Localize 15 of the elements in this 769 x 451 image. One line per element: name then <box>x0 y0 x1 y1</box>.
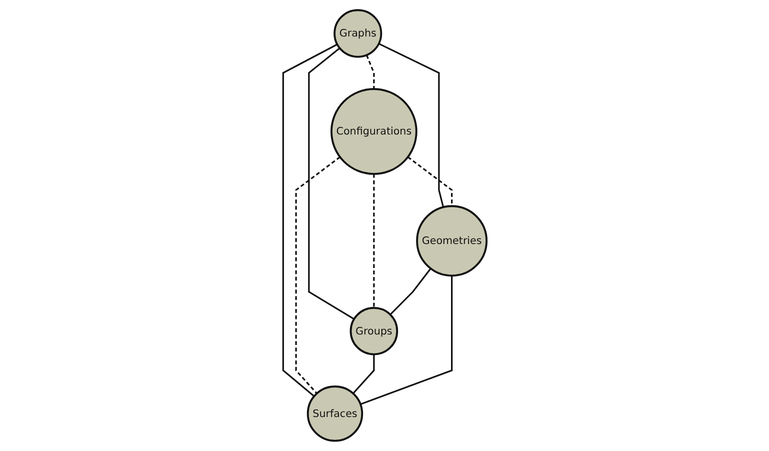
connector <box>372 174 374 308</box>
node-circle: Groups <box>349 306 398 356</box>
connector <box>389 268 431 316</box>
connector <box>360 276 452 405</box>
connector <box>294 156 340 394</box>
connector <box>407 156 452 206</box>
connector <box>352 354 374 394</box>
connector <box>378 42 444 208</box>
connector <box>308 48 354 320</box>
connector <box>282 44 338 397</box>
node-circle: Graphs <box>333 9 382 58</box>
node-circle: Surfaces <box>306 386 363 442</box>
node-circle: Configurations <box>330 88 417 175</box>
connector <box>366 54 374 90</box>
node-circle: Geometries <box>416 205 488 277</box>
